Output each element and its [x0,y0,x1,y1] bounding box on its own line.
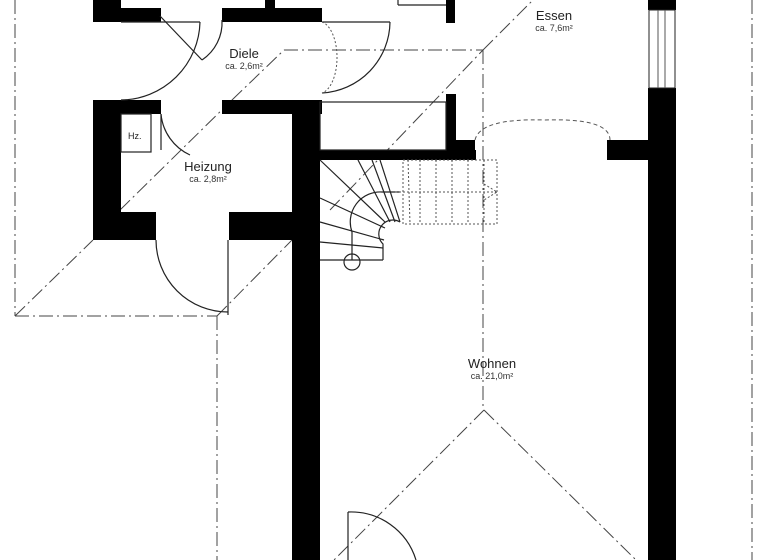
heating-unit-label: Hz. [128,131,142,141]
room-area: ca. 2,8m² [189,174,227,184]
room-label-wohnen: Wohnen ca. 21,0m² [454,356,530,382]
doors [120,0,611,560]
room-label-essen: Essen ca. 7,6m² [524,8,584,34]
room-area: ca. 7,6m² [535,23,573,33]
room-name: Diele [229,46,259,61]
heating-unit-box [120,113,152,153]
walls [93,0,676,560]
room-label-heizung: Heizung ca. 2,8m² [173,159,243,185]
room-name: Heizung [184,159,232,174]
room-area: ca. 2,6m² [225,61,263,71]
room-name: Essen [535,8,573,23]
room-name: Wohnen [467,356,517,371]
room-area: ca. 21,0m² [470,371,514,381]
shelf-box [319,101,447,151]
roof-outline-lines [14,0,753,560]
staircase [319,159,498,271]
window-essen [648,9,676,89]
room-label-diele: Diele ca. 2,6m² [214,46,274,72]
